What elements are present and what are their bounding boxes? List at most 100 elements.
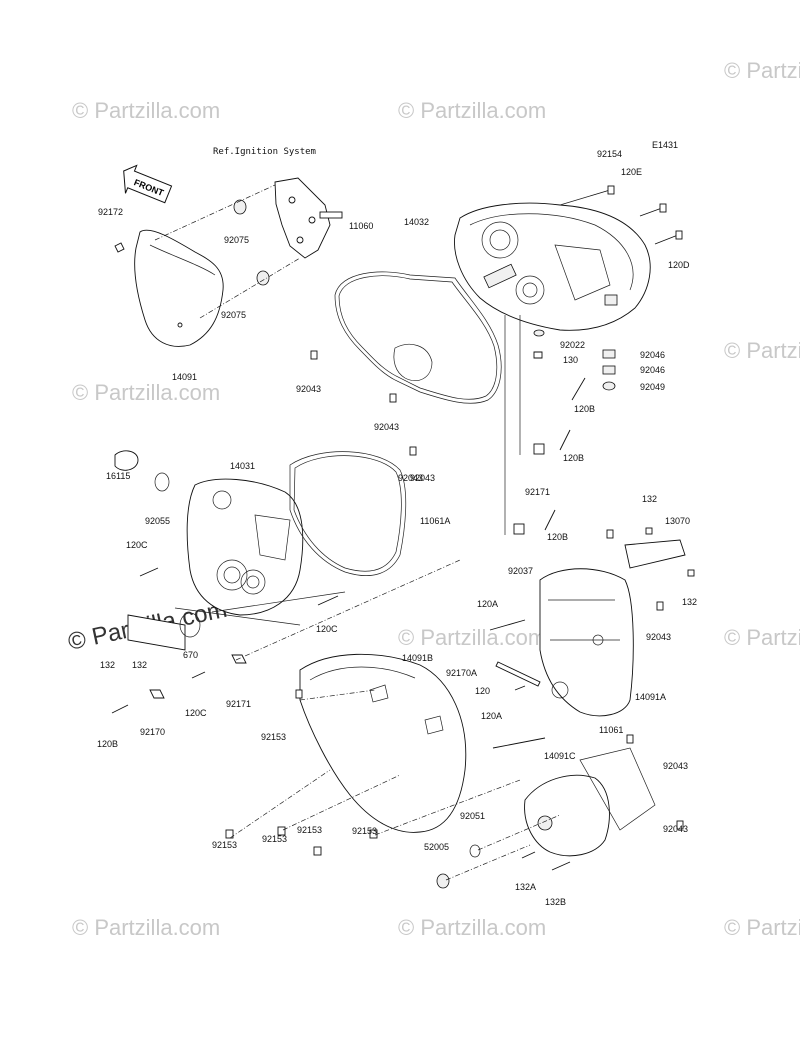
bolt-120E xyxy=(639,203,667,217)
part-number-label: 120B xyxy=(563,453,584,463)
part-number-label: 92172 xyxy=(98,207,123,217)
bolt-120B-a xyxy=(571,377,586,401)
bolt-92153-d xyxy=(313,846,322,856)
part-number-label: 14091 xyxy=(172,372,197,382)
o-ring-670 xyxy=(179,612,201,638)
part-number-label: 120D xyxy=(668,260,690,270)
bolt-132-b xyxy=(687,569,695,577)
part-number-label: 120C xyxy=(185,708,207,718)
o-ring-92055 xyxy=(154,472,170,492)
bolt-132B xyxy=(551,861,571,871)
part-number-label: 92043 xyxy=(398,473,423,483)
part-number-label: 11061A xyxy=(420,516,450,526)
part-number-label: 92046 xyxy=(640,365,665,375)
dowel-92043-f xyxy=(626,734,634,744)
watermark: © Partzilla.com xyxy=(72,98,220,123)
part-number-label: 132A xyxy=(515,882,536,892)
part-number-label: 92171 xyxy=(226,699,251,709)
part-number-label: 92043 xyxy=(374,422,399,432)
front-arrow-icon: FRONT xyxy=(123,164,173,204)
watermark: © Partzilla.com xyxy=(724,625,800,650)
part-number-label: 14031 xyxy=(230,461,255,471)
grommet-92075-b xyxy=(256,270,270,286)
part-number-label: 132 xyxy=(682,597,697,607)
part-number-label: 92043 xyxy=(410,473,435,483)
clamp-92037 xyxy=(513,523,525,535)
diagram-code: E1431 xyxy=(652,140,678,150)
part-number-label: 92022 xyxy=(560,340,585,350)
bolt-120C-a xyxy=(139,567,159,577)
part-number-label: 92170A xyxy=(446,668,477,678)
cover-14091 xyxy=(134,229,224,347)
watermark: © Partzilla.com xyxy=(724,58,800,83)
part-number-label: 120B xyxy=(574,404,595,414)
gasket-11061A xyxy=(289,451,407,576)
bolt-120A-b xyxy=(492,737,546,749)
dowel-92043-g xyxy=(676,820,684,830)
part-number-label: 92075 xyxy=(224,235,249,245)
bolt-120C-c xyxy=(191,671,206,679)
clamp-92170A xyxy=(495,661,541,687)
bolt-132A xyxy=(521,851,536,859)
part-number-label: 52005 xyxy=(424,842,449,852)
bolt-120B-b xyxy=(559,429,571,451)
dowel-92043-a xyxy=(310,350,318,360)
cap-16115 xyxy=(114,450,139,471)
part-number-label: 132 xyxy=(642,494,657,504)
bolt-120A-a xyxy=(489,619,526,631)
bolt-120C-b xyxy=(317,595,339,606)
bolt-120B-c xyxy=(544,509,556,531)
ignition-bracket xyxy=(274,177,343,259)
bolt-120B-d xyxy=(111,704,129,714)
nut-130 xyxy=(533,351,543,359)
gasket-11061 xyxy=(579,747,656,831)
part-number-label: 130 xyxy=(563,355,578,365)
cover-14091C xyxy=(524,774,610,857)
part-number-label: 92046 xyxy=(640,350,665,360)
part-number-label: 132 xyxy=(100,660,115,670)
watermark: © Partzilla.com xyxy=(398,98,546,123)
part-number-label: 92153 xyxy=(262,834,287,844)
collar-92049 xyxy=(602,381,616,391)
dowel-92043-c xyxy=(409,446,417,456)
part-number-label: 92171 xyxy=(525,487,550,497)
part-number-label: 11061 xyxy=(599,725,623,735)
part-number-label: 92055 xyxy=(145,516,170,526)
part-number-labels: 9217292075920751409192043110609204314032… xyxy=(97,149,697,907)
bolt-92153-c xyxy=(277,826,286,836)
plate-13070 xyxy=(624,539,686,569)
cover-14091B xyxy=(299,653,467,833)
cover-14032 xyxy=(454,202,651,331)
part-number-label: 120 xyxy=(475,686,490,696)
dowel-92043-e xyxy=(656,601,664,611)
damper-92046-b xyxy=(602,365,616,375)
part-number-label: 92051 xyxy=(460,811,485,821)
bolt-120D xyxy=(654,230,683,245)
part-number-label: 11060 xyxy=(349,221,373,231)
watermark: © Partzilla.com xyxy=(724,338,800,363)
watermark: © Partzilla.com xyxy=(398,915,546,940)
ref-ignition-system-label: Ref.Ignition System xyxy=(213,147,316,157)
dowel-92043-b xyxy=(389,393,397,403)
part-number-label: 670 xyxy=(183,650,198,660)
part-number-label: 120B xyxy=(97,739,118,749)
bearing-52005 xyxy=(436,873,450,889)
washer-92022 xyxy=(533,329,545,337)
part-number-label: 92153 xyxy=(297,825,322,835)
clamp-92170 xyxy=(149,689,165,699)
part-number-label: 92043 xyxy=(663,761,688,771)
bolt-92153-a xyxy=(295,689,303,699)
seal-92051 xyxy=(469,844,481,858)
grommet-92075-a xyxy=(233,199,247,215)
bolt-92154 xyxy=(589,185,615,197)
part-number-label: 92037 xyxy=(508,566,533,576)
part-number-label: 92153 xyxy=(261,732,286,742)
part-number-label: 132 xyxy=(132,660,147,670)
part-number-label: 120C xyxy=(316,624,338,634)
dowel-92043-d xyxy=(606,529,614,539)
watermark: © Partzilla.com xyxy=(398,625,546,650)
clamp-92171 xyxy=(533,443,545,455)
part-number-label: 14091C xyxy=(544,751,576,761)
